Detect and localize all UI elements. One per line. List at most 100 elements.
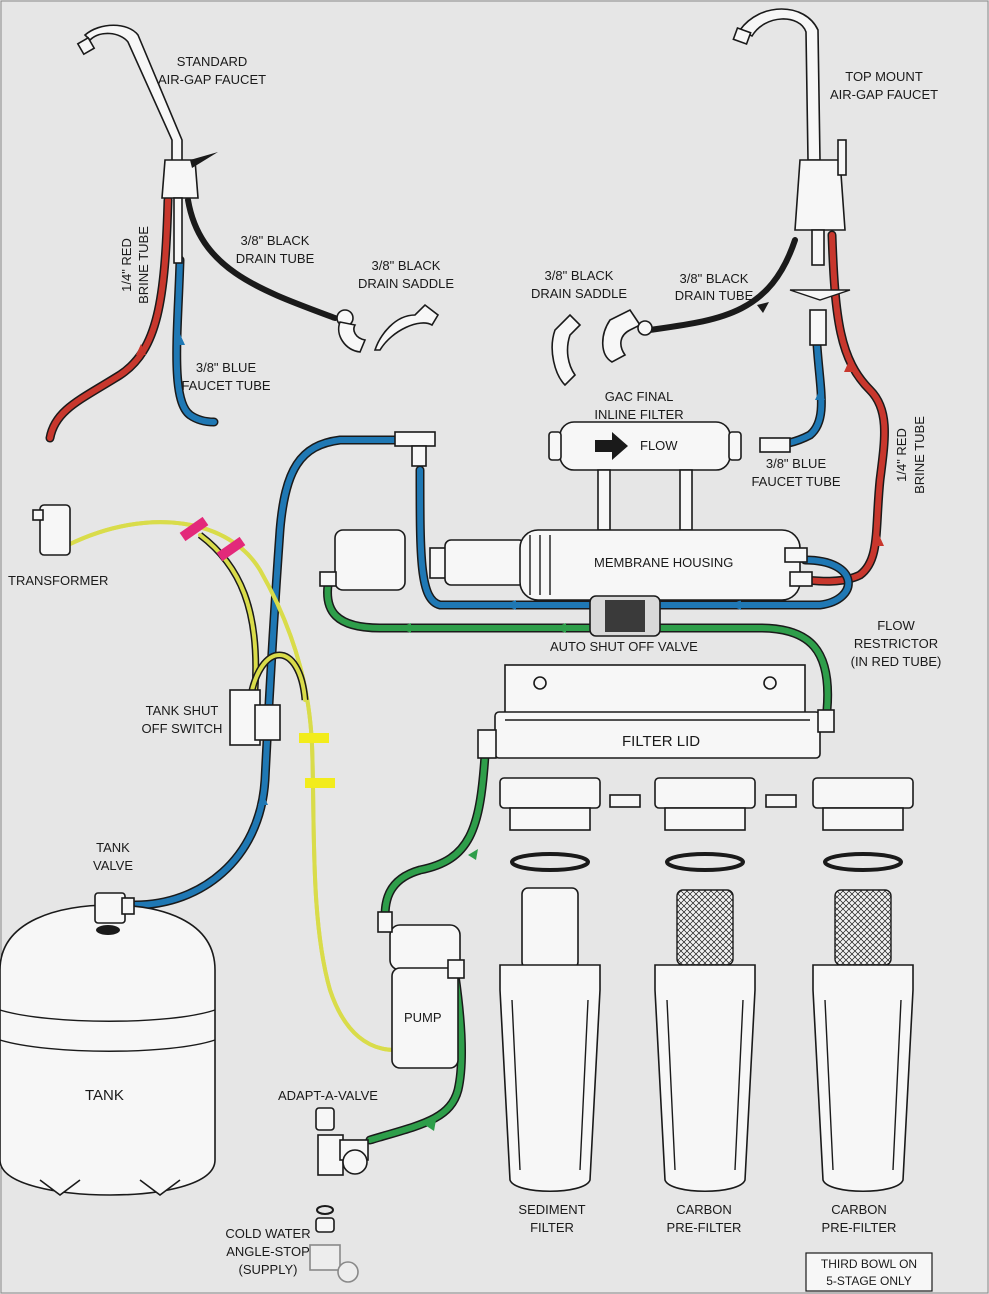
green-tube-feed [323,580,833,715]
label-tank: TANK [85,1087,124,1104]
svg-text:STANDARD: STANDARD [177,54,248,69]
label-carbon-prefilter-2: CARBON PRE-FILTER [822,1202,897,1235]
label-blue-faucet-tube-right: 3/8" BLUE FAUCET TUBE [751,456,840,489]
svg-text:(IN RED TUBE): (IN RED TUBE) [851,654,942,669]
svg-text:OFF SWITCH: OFF SWITCH [142,721,223,736]
auto-shut-off-valve [589,595,661,637]
label-sediment-filter: SEDIMENT FILTER [518,1202,585,1235]
svg-text:AIR-GAP FAUCET: AIR-GAP FAUCET [158,72,266,87]
carbon-prefilter-bowl-1 [654,889,756,1192]
svg-text:DRAIN SADDLE: DRAIN SADDLE [358,276,454,291]
label-black-drain-saddle-right: 3/8" BLACK DRAIN SADDLE [531,268,627,301]
svg-text:1/4" RED: 1/4" RED [894,428,909,482]
svg-text:CARBON: CARBON [831,1202,887,1217]
svg-text:PRE-FILTER: PRE-FILTER [667,1220,742,1235]
label-standard-faucet: STANDARD AIR-GAP FAUCET [158,54,266,87]
label-carbon-prefilter-1: CARBON PRE-FILTER [667,1202,742,1235]
svg-text:DRAIN SADDLE: DRAIN SADDLE [531,286,627,301]
svg-text:3/8" BLACK: 3/8" BLACK [680,271,749,286]
label-cold-water: COLD WATER ANGLE-STOP (SUPPLY) [225,1226,310,1277]
svg-text:3/8" BLUE: 3/8" BLUE [196,360,257,375]
note-third-bowl: THIRD BOWL ON 5-STAGE ONLY [805,1252,933,1292]
blue-tube-tank [130,435,405,910]
svg-text:3/8" BLACK: 3/8" BLACK [545,268,614,283]
booster-pump [377,911,465,1069]
svg-text:TANK: TANK [96,840,130,855]
svg-text:DRAIN TUBE: DRAIN TUBE [236,251,315,266]
label-red-brine-tube-left: 1/4" RED BRINE TUBE [119,226,151,304]
svg-text:THIRD BOWL ON: THIRD BOWL ON [821,1257,917,1271]
svg-text:FILTER: FILTER [530,1220,574,1235]
svg-text:GAC FINAL: GAC FINAL [605,389,674,404]
svg-text:BRINE TUBE: BRINE TUBE [912,416,927,494]
svg-text:CARBON: CARBON [676,1202,732,1217]
blue-faucet-tube-right [770,340,826,450]
cap-nipple-1 [609,794,641,808]
label-gac-filter: GAC FINAL INLINE FILTER [594,389,683,422]
gac-tee-fitting [394,431,436,467]
svg-text:BRINE TUBE: BRINE TUBE [136,226,151,304]
green-tube-supply [365,970,466,1145]
storage-tank [0,904,216,1196]
label-black-drain-tube-right: 3/8" BLACK DRAIN TUBE [675,271,754,303]
gac-outlet-fitting [759,437,791,453]
svg-text:FAUCET TUBE: FAUCET TUBE [751,474,840,489]
label-auto-shut-off: AUTO SHUT OFF VALVE [550,639,698,654]
top-mount-air-gap-faucet [732,8,851,346]
blue-faucet-tube-left [172,255,219,427]
red-brine-tube-right [800,230,889,586]
standard-air-gap-faucet [76,24,218,264]
svg-text:3/8" BLACK: 3/8" BLACK [241,233,310,248]
flow-arrows [136,344,884,546]
svg-text:FLOW: FLOW [877,618,915,633]
label-filter-lid: FILTER LID [622,733,700,750]
svg-text:5-STAGE ONLY: 5-STAGE ONLY [826,1274,912,1288]
label-flow: FLOW [640,438,678,453]
drain-saddle-left [336,303,440,353]
wire-tape-marks [179,516,335,788]
label-membrane-housing: MEMBRANE HOUSING [594,555,733,570]
drain-saddle-right [551,308,653,387]
black-drain-tube-left [185,197,338,321]
svg-text:FAUCET TUBE: FAUCET TUBE [181,378,270,393]
label-black-drain-saddle-left: 3/8" BLACK DRAIN SADDLE [358,258,454,291]
filter-cap-1 [499,777,601,872]
angle-stop-valve [309,1244,359,1283]
filter-bracket [477,664,835,759]
filter-cap-2 [654,777,756,872]
label-pump: PUMP [404,1010,442,1025]
flow-arrow-icon [595,432,628,460]
svg-text:COLD WATER: COLD WATER [225,1226,310,1241]
tank-valve [94,892,135,924]
svg-text:3/8" BLUE: 3/8" BLUE [766,456,827,471]
label-transformer: TRANSFORMER [8,573,108,588]
sediment-filter-bowl [499,887,601,1192]
transformer [32,504,71,556]
svg-text:SEDIMENT: SEDIMENT [518,1202,585,1217]
label-tank-shut-off: TANK SHUT OFF SWITCH [142,703,223,736]
cap-nipple-2 [765,794,797,808]
membrane-housing [319,529,813,601]
label-black-drain-tube-left: 3/8" BLACK DRAIN TUBE [236,233,315,266]
filter-cap-3 [812,777,914,872]
blue-tube-product [415,465,853,610]
svg-text:ANGLE-STOP: ANGLE-STOP [226,1244,310,1259]
svg-text:DRAIN TUBE: DRAIN TUBE [675,288,754,303]
svg-text:TANK SHUT: TANK SHUT [146,703,219,718]
svg-text:(SUPPLY): (SUPPLY) [239,1262,298,1277]
svg-text:RESTRICTOR: RESTRICTOR [854,636,938,651]
label-top-mount-faucet: TOP MOUNT AIR-GAP FAUCET [830,69,938,102]
red-brine-tube-left [45,195,173,443]
label-red-brine-tube-right: 1/4" RED BRINE TUBE [894,416,927,494]
svg-text:1/4" RED: 1/4" RED [119,238,134,292]
svg-text:PRE-FILTER: PRE-FILTER [822,1220,897,1235]
label-blue-faucet-tube-left: 3/8" BLUE FAUCET TUBE [181,360,270,393]
green-tube-pump-out [380,750,490,925]
black-drain-tube-right [647,237,798,333]
tank-shut-off-switch [229,689,281,746]
svg-text:3/8" BLACK: 3/8" BLACK [372,258,441,273]
svg-text:AIR-GAP FAUCET: AIR-GAP FAUCET [830,87,938,102]
